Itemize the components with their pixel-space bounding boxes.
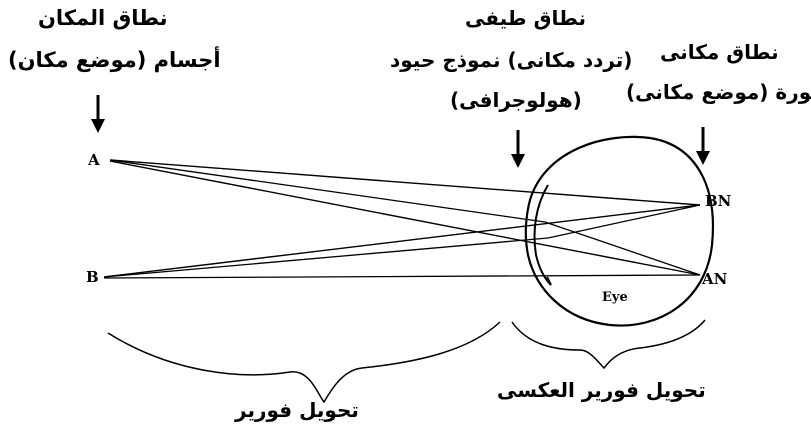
object-domain-subtitle: أجسام (موضع مكان) bbox=[8, 48, 221, 72]
ray-b-mid2 bbox=[547, 204, 701, 239]
point-bn-label: BN bbox=[705, 192, 732, 210]
ray-b-mid bbox=[103, 237, 549, 278]
arrow-down-icon bbox=[696, 127, 710, 165]
image-domain-title: نطاق مكانى bbox=[660, 40, 779, 64]
eye-label: Eye bbox=[602, 290, 628, 305]
point-a-label: A bbox=[88, 151, 100, 169]
ray-a-mid bbox=[109, 159, 546, 223]
fourier-brace bbox=[107, 321, 501, 404]
ray-b-bottom bbox=[103, 274, 701, 279]
arrow-down-icon bbox=[91, 95, 105, 133]
point-b-label: B bbox=[86, 268, 99, 286]
inverse-fourier-brace bbox=[511, 319, 706, 370]
eye-outline bbox=[524, 135, 714, 327]
ray-a-mid2 bbox=[544, 221, 701, 276]
ray-a-bottom bbox=[109, 160, 701, 276]
point-an-label: AN bbox=[702, 270, 728, 288]
ray-a-top bbox=[109, 159, 701, 206]
ray-b-top bbox=[103, 204, 701, 278]
fourier-transform-label: تحويل فورير bbox=[235, 398, 359, 422]
image-domain-subtitle: صورة (موضع مكانى) bbox=[626, 80, 811, 104]
object-domain-title: نطاق المكان bbox=[38, 6, 168, 30]
spectral-domain-line3: (هولوجرافى) bbox=[450, 88, 582, 112]
eye-lens-edge bbox=[546, 276, 552, 286]
spectral-domain-line2: (تردد مكانى) نموذج حيود bbox=[390, 48, 633, 72]
inverse-fourier-transform-label: تحويل فورير العكسى bbox=[497, 378, 706, 402]
eye-lens bbox=[533, 184, 552, 286]
arrow-down-icon bbox=[511, 130, 525, 168]
spectral-domain-title: نطاق طيفى bbox=[465, 6, 586, 30]
